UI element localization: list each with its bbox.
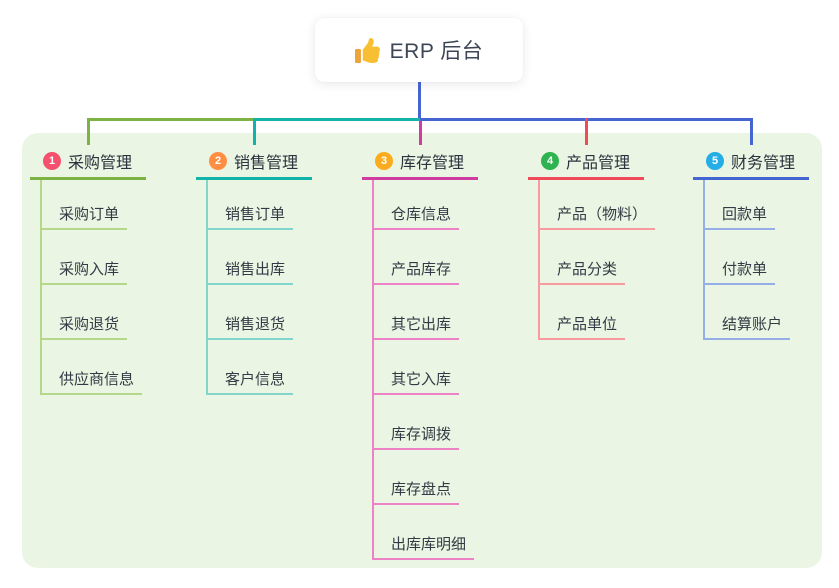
- branch-underline: [30, 177, 146, 180]
- child-item[interactable]: 出库库明细: [374, 505, 478, 560]
- child-label: 产品单位: [540, 317, 626, 340]
- branch-underline: [693, 177, 809, 180]
- child-label: 采购入库: [42, 262, 128, 285]
- branch-children-list: 销售订单销售出库销售退货客户信息: [206, 180, 312, 395]
- child-label: 库存调拨: [374, 427, 460, 450]
- branch-underline: [362, 177, 478, 180]
- branch-label: 库存管理: [400, 155, 465, 172]
- branch-label: 产品管理: [566, 155, 631, 172]
- child-item[interactable]: 销售退货: [208, 285, 312, 340]
- child-label: 客户信息: [208, 372, 294, 395]
- child-item[interactable]: 销售订单: [208, 180, 312, 230]
- branch-children-list: 仓库信息产品库存其它出库其它入库库存调拨库存盘点出库库明细: [372, 180, 478, 560]
- child-label: 采购订单: [42, 207, 128, 230]
- branch-children-list: 采购订单采购入库采购退货供应商信息: [40, 180, 146, 395]
- child-label: 销售出库: [208, 262, 294, 285]
- branch-drop-line: [585, 118, 588, 145]
- branch-underline: [196, 177, 312, 180]
- branch-node[interactable]: 3 库存管理 仓库信息产品库存其它出库其它入库库存调拨库存盘点出库库明细: [362, 145, 478, 560]
- branch-label: 采购管理: [68, 155, 133, 172]
- branch-node[interactable]: 4 产品管理 产品（物料） 产品分类产品单位: [528, 145, 656, 340]
- child-label: 其它出库: [374, 317, 460, 340]
- branch-drop-line: [253, 118, 256, 145]
- child-label: 产品库存: [374, 262, 460, 285]
- branch-number-badge: 2: [209, 152, 227, 170]
- branch-label: 销售管理: [234, 155, 299, 172]
- child-label: 其它入库: [374, 372, 460, 395]
- child-label: 产品分类: [540, 262, 626, 285]
- child-item[interactable]: 仓库信息: [374, 180, 478, 230]
- branch-title[interactable]: 5 财务管理: [693, 145, 809, 177]
- branch-title[interactable]: 4 产品管理: [528, 145, 655, 177]
- child-item[interactable]: 供应商信息: [42, 340, 146, 395]
- child-item[interactable]: 付款单: [705, 230, 809, 285]
- child-item[interactable]: 其它入库: [374, 340, 478, 395]
- child-label: 供应商信息: [42, 372, 143, 395]
- branch-children-list: 产品（物料） 产品分类产品单位: [538, 180, 656, 340]
- branch-node[interactable]: 5 财务管理 回款单付款单结算账户: [693, 145, 809, 340]
- child-item[interactable]: 产品分类: [540, 230, 655, 285]
- bus-segment-green: [87, 118, 254, 121]
- branch-title[interactable]: 3 库存管理: [362, 145, 478, 177]
- branches-panel: [22, 133, 822, 568]
- branch-drop-line: [750, 118, 753, 145]
- branch-number-badge: 4: [541, 152, 559, 170]
- child-label: 回款单: [705, 207, 776, 230]
- child-item[interactable]: 产品（物料）: [540, 180, 656, 230]
- child-label: 结算账户: [705, 317, 791, 340]
- branch-label: 财务管理: [731, 155, 796, 172]
- branch-node[interactable]: 2 销售管理 销售订单销售出库销售退货客户信息: [196, 145, 312, 395]
- child-label: 出库库明细: [374, 537, 475, 560]
- branch-title[interactable]: 2 销售管理: [196, 145, 312, 177]
- child-label: 库存盘点: [374, 482, 460, 505]
- child-item[interactable]: 采购订单: [42, 180, 146, 230]
- branch-children-list: 回款单付款单结算账户: [703, 180, 809, 340]
- branch-number-badge: 5: [706, 152, 724, 170]
- child-item[interactable]: 客户信息: [208, 340, 312, 395]
- child-item[interactable]: 产品单位: [540, 285, 655, 340]
- branch-drop-line: [87, 118, 90, 145]
- branch-number-badge: 1: [43, 152, 61, 170]
- root-connector-line: [418, 82, 421, 119]
- child-label: 销售退货: [208, 317, 294, 340]
- bus-segment-teal: [254, 118, 420, 121]
- child-item[interactable]: 结算账户: [705, 285, 809, 340]
- child-item[interactable]: 库存调拨: [374, 395, 478, 450]
- branch-node[interactable]: 1 采购管理 采购订单采购入库采购退货供应商信息: [30, 145, 146, 395]
- child-item[interactable]: 其它出库: [374, 285, 478, 340]
- child-label: 付款单: [705, 262, 776, 285]
- child-label: 采购退货: [42, 317, 128, 340]
- child-label: 销售订单: [208, 207, 294, 230]
- child-label: 产品（物料）: [540, 207, 656, 230]
- child-label: 仓库信息: [374, 207, 460, 230]
- branch-underline: [528, 177, 644, 180]
- child-item[interactable]: 采购入库: [42, 230, 146, 285]
- child-item[interactable]: 回款单: [705, 180, 809, 230]
- thumbs-up-icon: [354, 37, 380, 63]
- branch-number-badge: 3: [375, 152, 393, 170]
- root-title: ERP 后台: [389, 40, 484, 63]
- child-item[interactable]: 产品库存: [374, 230, 478, 285]
- child-item[interactable]: 采购退货: [42, 285, 146, 340]
- child-item[interactable]: 销售出库: [208, 230, 312, 285]
- branch-title[interactable]: 1 采购管理: [30, 145, 146, 177]
- child-item[interactable]: 库存盘点: [374, 450, 478, 505]
- branch-drop-line: [419, 121, 422, 145]
- root-node[interactable]: ERP 后台: [315, 18, 523, 82]
